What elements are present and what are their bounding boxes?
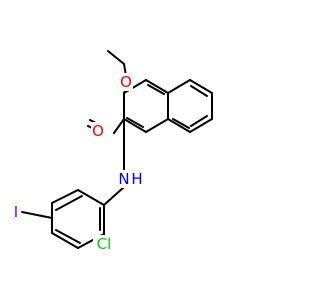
bond-30 xyxy=(55,195,83,211)
bonds-group xyxy=(21,50,213,249)
svg-text:N: N xyxy=(118,170,129,188)
atom-labels-group: O O N H Cl I xyxy=(11,73,143,253)
bond-15 xyxy=(172,118,190,129)
bond-23 xyxy=(103,186,125,206)
bond-3 xyxy=(123,118,147,133)
atom-n-amide: N xyxy=(117,170,131,188)
bond-2 xyxy=(145,118,169,133)
atom-o-methoxy: O xyxy=(119,73,133,91)
bond-26 xyxy=(51,189,79,204)
bond-33 xyxy=(21,211,53,219)
bond-18 xyxy=(107,50,125,65)
bond-28 xyxy=(51,232,79,249)
bond-25 xyxy=(77,189,105,206)
bond-6 xyxy=(147,84,165,95)
bond-9 xyxy=(189,79,213,94)
bond-12 xyxy=(167,118,191,133)
atom-cl: Cl xyxy=(93,235,115,253)
bond-14 xyxy=(190,115,208,127)
atom-h-amide: H xyxy=(131,170,143,188)
molecule-structure: O O N H Cl I xyxy=(11,50,213,253)
svg-text:H: H xyxy=(131,170,142,188)
bond-19 xyxy=(113,118,125,134)
svg-text:I: I xyxy=(14,203,18,221)
bond-13 xyxy=(190,85,208,97)
svg-text:O: O xyxy=(120,73,132,91)
bond-11 xyxy=(189,118,213,133)
bond-8 xyxy=(167,79,191,94)
bond-7 xyxy=(126,117,144,128)
bond-0 xyxy=(145,79,169,94)
svg-text:Cl: Cl xyxy=(97,235,112,253)
atom-i: I xyxy=(11,203,21,221)
atom-o-carbonyl: O xyxy=(91,122,105,140)
bond-31 xyxy=(55,229,81,244)
svg-text:O: O xyxy=(92,122,104,140)
